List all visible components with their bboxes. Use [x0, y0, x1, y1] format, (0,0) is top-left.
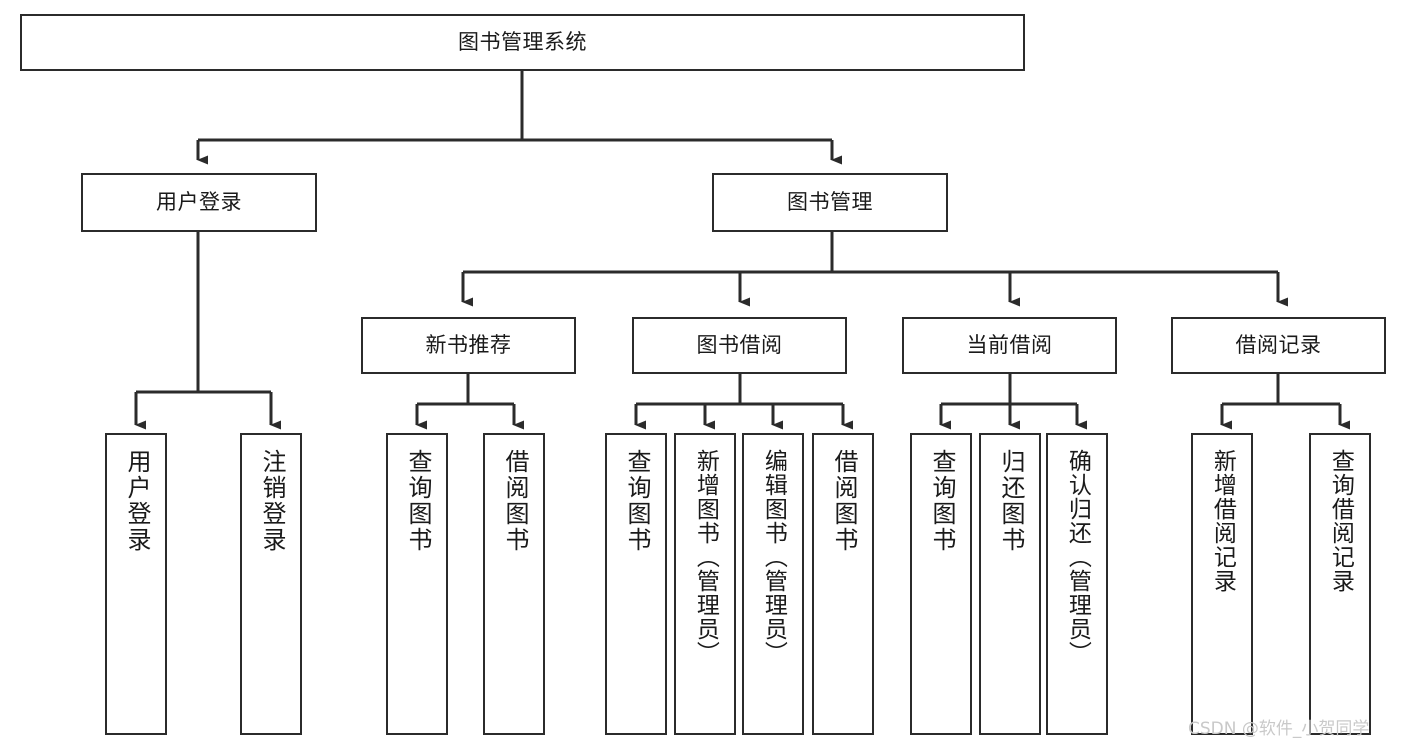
node-root[interactable]: 图书管理系统 [20, 14, 1025, 71]
node-book-management-label: 图书管理 [787, 189, 873, 214]
node-borrow-record[interactable]: 借阅记录 [1171, 317, 1386, 374]
leaf-cb-query-book[interactable]: 查询图书 [910, 433, 972, 735]
node-current-borrow[interactable]: 当前借阅 [902, 317, 1117, 374]
leaf-bb-borrow-book[interactable]: 借阅图书 [812, 433, 874, 735]
leaf-bb-add-book-admin[interactable]: 新增图书（管理员） [674, 433, 736, 735]
leaf-bb-edit-book-admin-label: 编辑图书（管理员） [760, 449, 787, 665]
leaf-bb-add-book-admin-label: 新增图书（管理员） [692, 449, 719, 665]
leaf-logout-label: 注销登录 [257, 449, 286, 553]
node-book-borrow[interactable]: 图书借阅 [632, 317, 847, 374]
node-root-label: 图书管理系统 [458, 29, 587, 54]
leaf-br-query-record[interactable]: 查询借阅记录 [1309, 433, 1371, 735]
node-borrow-record-label: 借阅记录 [1235, 332, 1322, 357]
leaf-nbr-query-book-label: 查询图书 [403, 449, 432, 553]
leaf-bb-query-book[interactable]: 查询图书 [605, 433, 667, 735]
leaf-user-login[interactable]: 用户登录 [105, 433, 167, 735]
node-new-book-recommend-label: 新书推荐 [425, 332, 512, 357]
leaf-br-add-record-label: 新增借阅记录 [1209, 449, 1236, 593]
leaf-cb-return-book-label: 归还图书 [996, 449, 1025, 553]
leaf-user-login-label: 用户登录 [122, 449, 151, 553]
leaf-cb-return-book[interactable]: 归还图书 [979, 433, 1041, 735]
node-book-management[interactable]: 图书管理 [712, 173, 948, 232]
leaf-bb-edit-book-admin[interactable]: 编辑图书（管理员） [742, 433, 804, 735]
csdn-watermark: CSDN @软件_小贺同学 [1188, 719, 1370, 739]
node-user-login-label: 用户登录 [156, 189, 242, 214]
leaf-logout[interactable]: 注销登录 [240, 433, 302, 735]
leaf-cb-query-book-label: 查询图书 [927, 449, 956, 553]
leaf-br-query-record-label: 查询借阅记录 [1327, 449, 1354, 593]
node-book-borrow-label: 图书借阅 [696, 332, 783, 357]
leaf-nbr-query-book[interactable]: 查询图书 [386, 433, 448, 735]
leaf-cb-confirm-return-admin-label: 确认归还（管理员） [1064, 449, 1091, 665]
node-new-book-recommend[interactable]: 新书推荐 [361, 317, 576, 374]
leaf-nbr-borrow-book-label: 借阅图书 [500, 449, 529, 553]
node-current-borrow-label: 当前借阅 [966, 332, 1053, 357]
leaf-nbr-borrow-book[interactable]: 借阅图书 [483, 433, 545, 735]
leaf-cb-confirm-return-admin[interactable]: 确认归还（管理员） [1046, 433, 1108, 735]
leaf-bb-borrow-book-label: 借阅图书 [829, 449, 858, 553]
leaf-bb-query-book-label: 查询图书 [622, 449, 651, 553]
leaf-br-add-record[interactable]: 新增借阅记录 [1191, 433, 1253, 735]
node-user-login[interactable]: 用户登录 [81, 173, 317, 232]
